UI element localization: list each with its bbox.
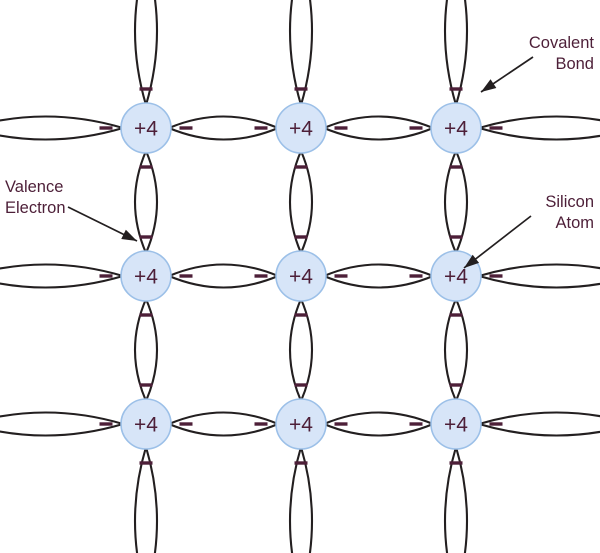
atom-circle xyxy=(120,102,172,154)
covalent-bond-vertical xyxy=(299,297,313,403)
covalent-bond-horizontal xyxy=(322,126,435,141)
covalent-bond-horizontal xyxy=(167,274,280,289)
silicon-atom: +4 xyxy=(120,102,172,154)
covalent-bond-vertical xyxy=(444,149,458,255)
silicon-atom-callout-text-line: Silicon xyxy=(545,193,594,211)
silicon-atom: +4 xyxy=(120,398,172,450)
atom-circle xyxy=(120,398,172,450)
atom-charge-label: +4 xyxy=(134,118,158,141)
covalent-bond-edge-left xyxy=(0,274,125,289)
covalent-bond-edge-right xyxy=(477,411,600,426)
covalent-bond-edge-left xyxy=(0,422,125,437)
covalent-bond-horizontal xyxy=(167,422,280,437)
covalent-bond-vertical xyxy=(144,149,158,255)
silicon-atom: +4 xyxy=(120,250,172,302)
covalent-bond-callout-text-line: Bond xyxy=(555,55,594,73)
silicon-atom: +4 xyxy=(275,102,327,154)
atom-charge-label: +4 xyxy=(289,414,313,437)
covalent-bond-edge-right xyxy=(477,263,600,278)
covalent-bond-edge-left xyxy=(0,411,125,426)
silicon-atom: +4 xyxy=(275,398,327,450)
atom-charge-label: +4 xyxy=(289,266,313,289)
covalent-bond-horizontal xyxy=(167,411,280,426)
covalent-bond-vertical xyxy=(144,297,158,403)
covalent-bond-edge-left xyxy=(0,263,125,278)
covalent-bond-horizontal xyxy=(167,115,280,130)
covalent-bond-vertical xyxy=(289,149,303,255)
atom-charge-label: +4 xyxy=(134,266,158,289)
atom-charge-label: +4 xyxy=(289,118,313,141)
covalent-bond-vertical xyxy=(134,149,148,255)
covalent-bond-vertical xyxy=(444,297,458,403)
covalent-bond-edge-right xyxy=(477,115,600,130)
covalent-bond-vertical xyxy=(299,149,313,255)
covalent-bond-horizontal xyxy=(322,263,435,278)
covalent-bond-callout-text-line: Covalent xyxy=(529,34,595,52)
atom-circle xyxy=(275,102,327,154)
silicon-atom: +4 xyxy=(430,398,482,450)
atom-circle xyxy=(430,398,482,450)
atom-circle xyxy=(430,102,482,154)
atom-charge-label: +4 xyxy=(444,118,468,141)
atom-charge-label: +4 xyxy=(444,266,468,289)
silicon-atoms-layer: +4 +4 +4 +4 +4 +4 +4 +4 +4 xyxy=(120,102,482,450)
covalent-bond-callout-arrow-icon xyxy=(481,79,497,92)
covalent-bond-horizontal xyxy=(322,274,435,289)
covalent-bond-horizontal xyxy=(322,422,435,437)
covalent-bond-horizontal xyxy=(167,126,280,141)
valence-electron-callout-text-line: Electron xyxy=(5,199,66,217)
atom-charge-label: +4 xyxy=(134,414,158,437)
atom-circle xyxy=(275,398,327,450)
covalent-bond-vertical xyxy=(134,297,148,403)
valence-electron-callout-arrow-icon xyxy=(121,229,137,241)
covalent-bond-edge-right xyxy=(477,274,600,289)
covalent-bond-horizontal xyxy=(167,263,280,278)
covalent-bond-vertical xyxy=(454,149,468,255)
covalent-bond-horizontal xyxy=(322,115,435,130)
covalent-bond-edge-right xyxy=(477,126,600,141)
covalent-bond-vertical xyxy=(454,297,468,403)
covalent-bond-vertical xyxy=(289,297,303,403)
valence-electrons-layer xyxy=(99,87,503,465)
covalent-bond-horizontal xyxy=(322,411,435,426)
silicon-atom-callout-text-line: Atom xyxy=(555,214,594,232)
covalent-bond-edge-left xyxy=(0,115,125,130)
silicon-atom: +4 xyxy=(275,250,327,302)
covalent-bond-edge-left xyxy=(0,126,125,141)
atom-circle xyxy=(120,250,172,302)
atom-charge-label: +4 xyxy=(444,414,468,437)
silicon-atom: +4 xyxy=(430,102,482,154)
valence-electron-callout-text-line: Valence xyxy=(5,178,63,196)
atom-circle xyxy=(275,250,327,302)
covalent-bond-edge-right xyxy=(477,422,600,437)
silicon-atom-callout-arrow-icon xyxy=(464,254,480,268)
